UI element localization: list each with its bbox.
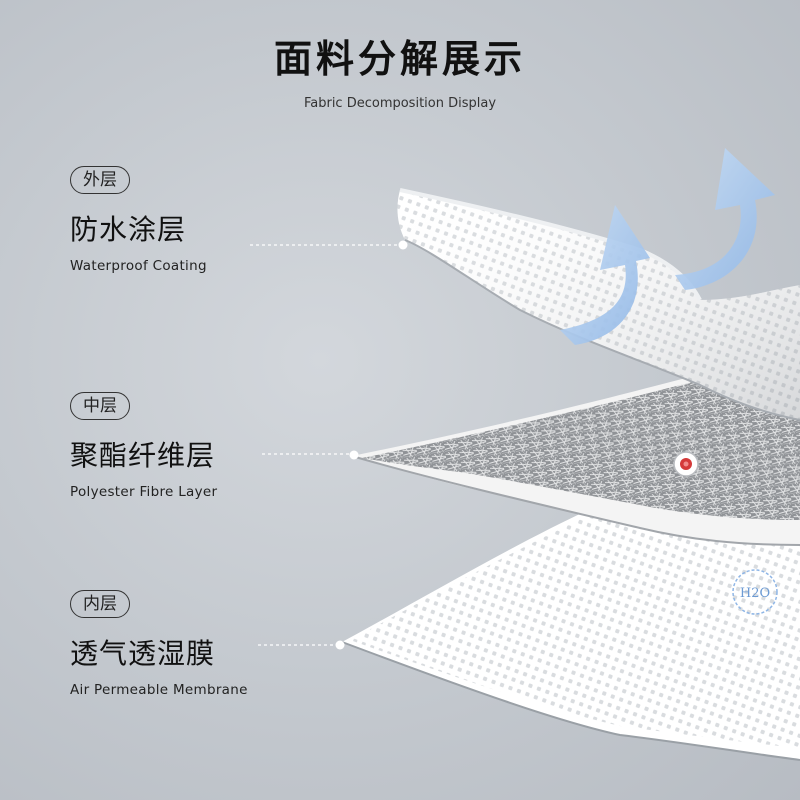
middle-fibre-sheet [351, 352, 800, 546]
middle-layer-name-en: Polyester Fibre Layer [70, 484, 218, 500]
outer-layer-tag: 外层 [70, 166, 130, 194]
middle-layer-name-cn: 聚酯纤维层 [70, 439, 216, 472]
middle-layer-leader [262, 450, 359, 460]
outer-layer-name-en: Waterproof Coating [70, 258, 207, 274]
inner-layer-leader [258, 640, 345, 650]
vapor-arrow-icon [675, 148, 775, 290]
h2o-badge-label: H2O [740, 586, 770, 601]
outer-layer-label: 外层 防水涂层 Waterproof Coating [70, 166, 207, 274]
inner-layer-label: 内层 透气透湿膜 Air Permeable Membrane [70, 590, 248, 698]
inner-layer-name-en: Air Permeable Membrane [70, 682, 248, 698]
h2o-badge-icon: H2O [732, 569, 778, 615]
outer-coating-sheet [397, 188, 800, 421]
inner-layer-name-cn: 透气透湿膜 [70, 637, 216, 670]
inner-layer-tag: 内层 [70, 590, 130, 618]
page-subtitle: Fabric Decomposition Display [303, 96, 497, 111]
outer-layer-leader [250, 240, 408, 250]
vapor-arrow-icon [560, 205, 650, 345]
middle-layer-label: 中层 聚酯纤维层 Polyester Fibre Layer [70, 392, 217, 500]
outer-layer-name-cn: 防水涂层 [70, 213, 187, 246]
middle-layer-tag: 中层 [70, 392, 130, 420]
page-title: 面料分解展示 [273, 37, 526, 81]
penetration-indicator-icon [673, 451, 699, 477]
